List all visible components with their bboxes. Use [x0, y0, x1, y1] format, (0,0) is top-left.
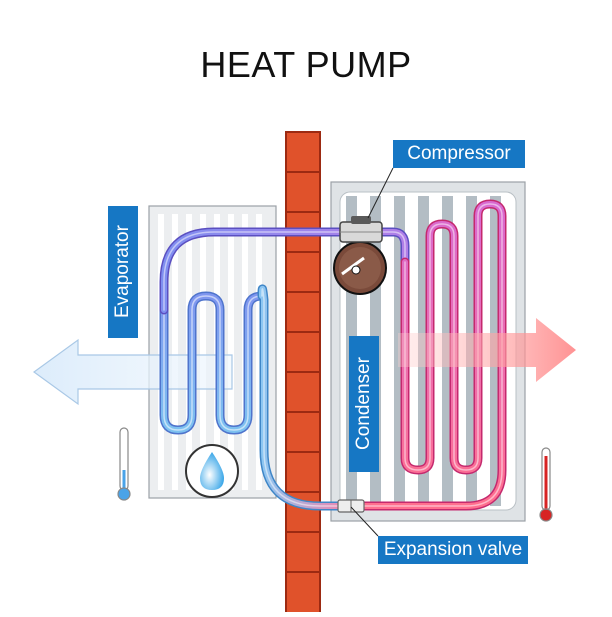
evaporator-coil [159, 291, 267, 435]
compressor-leader-line [367, 167, 394, 219]
condenser-coil [355, 199, 507, 511]
evaporator-label: Evaporator [108, 206, 138, 338]
brick-wall [285, 131, 321, 615]
compressor-icon [333, 216, 387, 295]
thermometer-cold-icon [117, 427, 131, 501]
water-drop-icon [185, 444, 239, 498]
suction-pipe [159, 227, 410, 315]
hot-air-arrow [398, 318, 576, 382]
expansion-valve-leader-line [350, 506, 379, 537]
thermometer-hot-icon [539, 447, 553, 522]
compressor-label: Compressor [393, 140, 525, 168]
liquid-pipe [257, 284, 365, 511]
cold-air-arrow [32, 338, 233, 406]
expansion-valve-icon [337, 499, 365, 513]
expansion-valve-label: Expansion valve [378, 536, 528, 564]
diagram-title: HEAT PUMP [200, 44, 412, 85]
condenser-label: Condenser [349, 336, 379, 472]
